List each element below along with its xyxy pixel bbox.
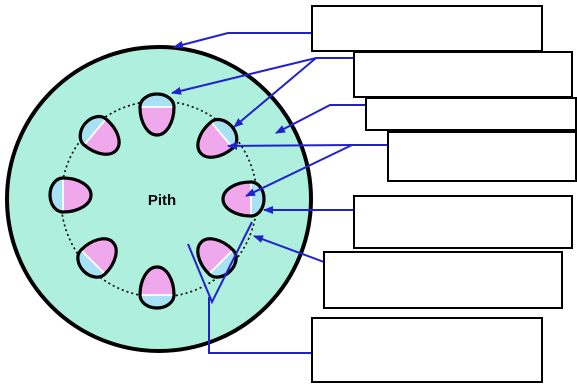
pointer-line-vascular-ring	[253, 235, 325, 263]
pointer-line-cambium	[227, 141, 388, 150]
vascular-bundle	[48, 176, 93, 214]
vascular-bundle	[138, 265, 176, 310]
answer-boxes	[311, 5, 577, 383]
vascular-bundle-bracket	[187, 221, 253, 305]
pith-label: Pith	[148, 192, 176, 209]
answer-box[interactable]	[353, 195, 573, 249]
answer-box[interactable]	[323, 251, 563, 309]
vascular-bundle	[78, 114, 121, 156]
answer-box[interactable]	[311, 5, 543, 52]
vascular-bundle	[76, 237, 118, 279]
answer-box[interactable]	[311, 317, 543, 383]
pointer-line-phloem-2	[233, 57, 317, 128]
vascular-bundle	[138, 92, 176, 137]
vascular-bundle	[221, 180, 266, 218]
pointer-line-epidermis	[173, 32, 312, 49]
answer-box[interactable]	[353, 51, 573, 98]
pointer-line-cambium-2	[245, 144, 353, 197]
answer-box[interactable]	[365, 97, 577, 131]
pointer-line-cortex	[275, 104, 366, 134]
pointer-line-vascular-bundle	[208, 297, 312, 354]
pointer-lines	[171, 32, 388, 354]
answer-box[interactable]	[387, 131, 577, 182]
